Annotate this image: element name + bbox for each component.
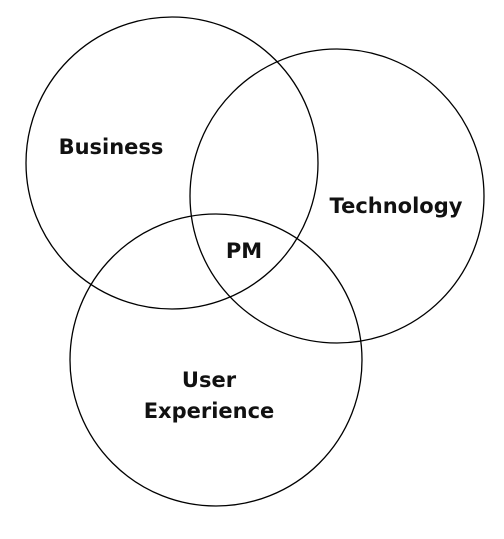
pm-label: PM — [226, 239, 262, 263]
business-circle — [25, 16, 319, 310]
business-label: Business — [59, 135, 164, 159]
technology-circle — [189, 48, 485, 344]
technology-label: Technology — [330, 194, 463, 218]
user-experience-circle — [69, 213, 363, 507]
user-experience-label-line-2: Experience — [144, 399, 275, 423]
user-experience-label-line-1: User — [182, 368, 237, 392]
